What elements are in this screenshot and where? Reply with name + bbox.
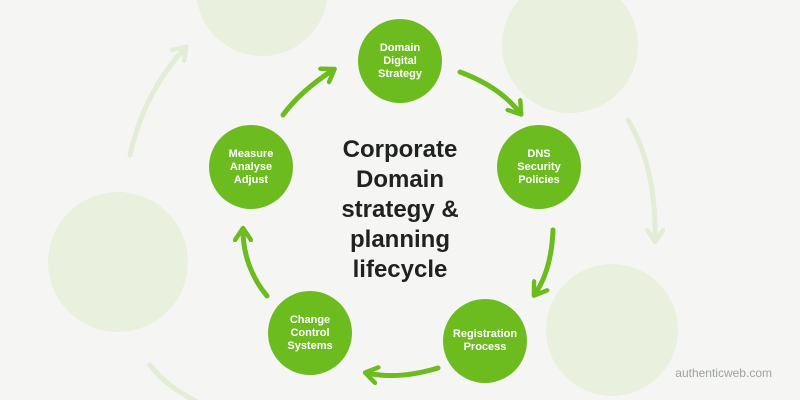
step-node-change-control-systems: Change Control Systems [268, 291, 352, 375]
diagram-title: Corporate Domain strategy & planning lif… [341, 136, 459, 283]
arrow-registration-to-change [367, 368, 441, 375]
arrow-dns-to-registration [535, 227, 556, 294]
faint-arrow [625, 117, 655, 240]
faint-arrow [147, 362, 199, 400]
background-decoration [48, 0, 678, 400]
cycle-arrows [243, 69, 556, 375]
faint-arrow [127, 48, 185, 158]
arrow-change-to-measure [243, 230, 270, 299]
faint-circle [48, 192, 188, 332]
faint-circle [502, 0, 638, 113]
step-node-registration-process: Registration Process [443, 299, 527, 383]
faint-circle [546, 264, 678, 396]
step-node-domain-digital-strategy: Domain Digital Strategy [358, 19, 442, 103]
brand-watermark: authenticweb.com [675, 366, 772, 380]
arrow-strategy-to-dns [457, 69, 520, 113]
step-node-measure-analyse-adjust: Measure Analyse Adjust [209, 125, 293, 209]
arrow-measure-to-strategy [280, 70, 333, 118]
faint-circle [196, 0, 328, 56]
step-node-dns-security-policies: DNS Security Policies [497, 125, 581, 209]
